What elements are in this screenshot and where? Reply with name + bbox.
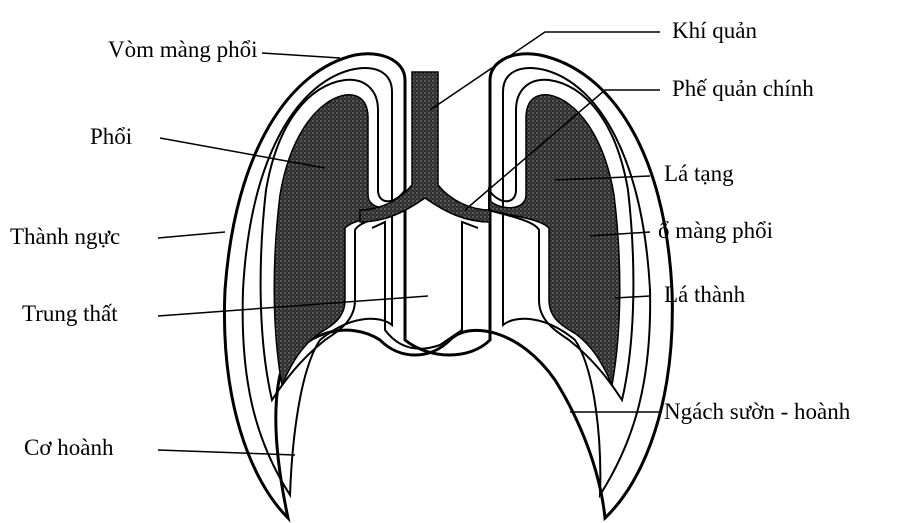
- label-vom-mang-phoi: Vòm màng phổi: [108, 38, 258, 61]
- label-co-hoanh: Cơ hoành: [24, 436, 113, 459]
- label-ngach-suon-hoanh: Ngách sườn - hoành: [664, 400, 850, 423]
- right-lung: [489, 95, 620, 385]
- label-o-mang-phoi: ổ màng phổi: [658, 219, 773, 242]
- label-khi-quan: Khí quản: [672, 19, 757, 42]
- leader-vom: [262, 53, 340, 58]
- label-phoi: Phổi: [90, 125, 132, 148]
- leader-co-hoanh: [158, 450, 295, 455]
- trachea-bronchi: [360, 72, 490, 222]
- label-phe-quan-chinh: Phế quản chính: [672, 77, 814, 100]
- leader-thanh-nguc: [158, 232, 225, 238]
- mediastinum: [372, 222, 478, 349]
- label-la-tang: Lá tạng: [664, 162, 734, 185]
- label-la-thanh: Lá thành: [664, 283, 745, 306]
- label-thanh-nguc: Thành ngực: [10, 225, 120, 248]
- label-trung-that: Trung thất: [22, 302, 118, 325]
